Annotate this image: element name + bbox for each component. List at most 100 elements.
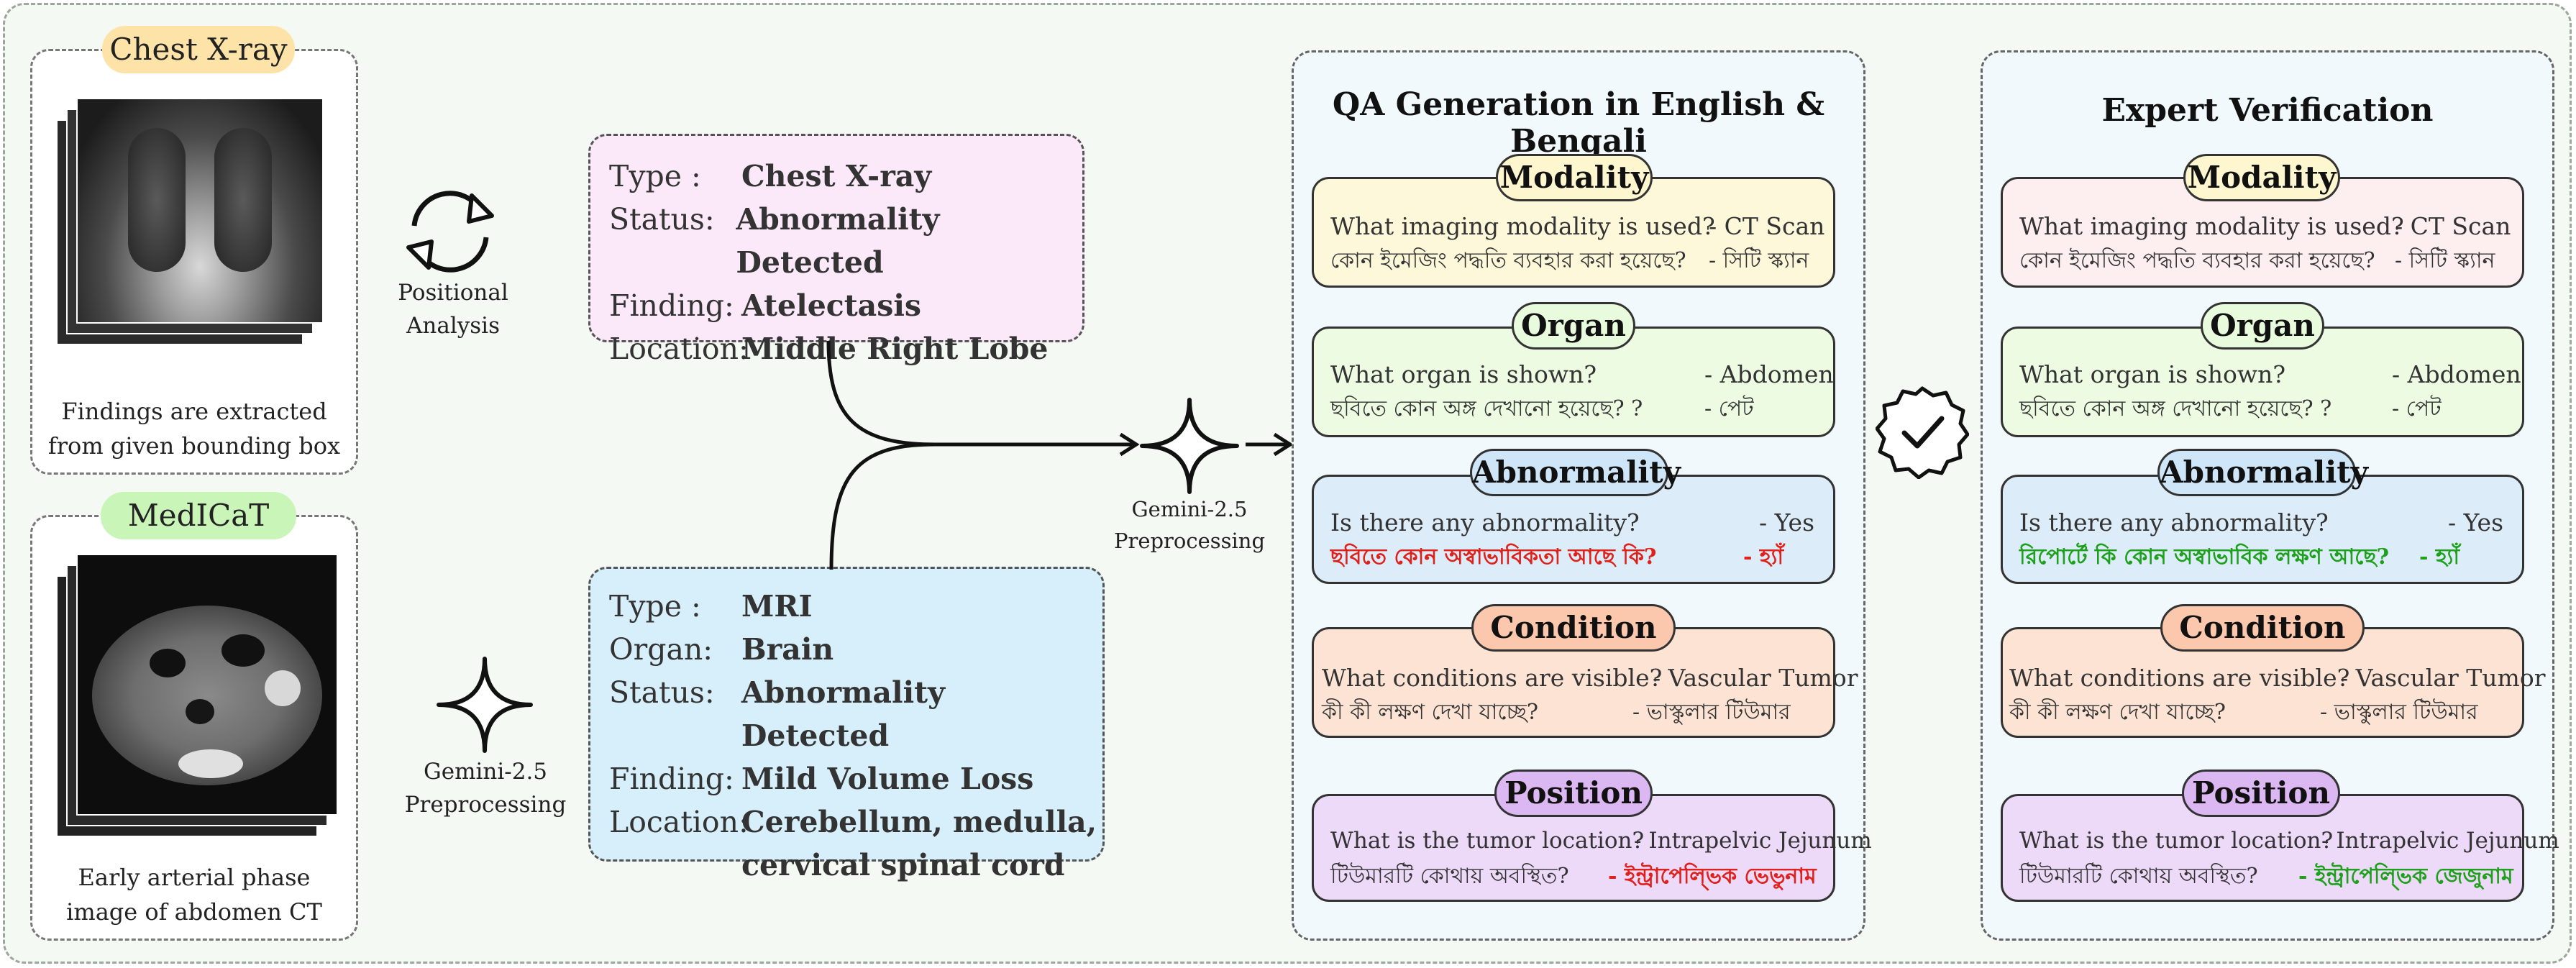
info-value: Cerebellum, medulla, xyxy=(741,805,1097,839)
info-row: cervical spinal cord xyxy=(609,844,1102,887)
expert-answer-en: - CT Scan xyxy=(2395,212,2511,240)
expert-question-bn: কোন ইমেজিং পদ্ধতি ব্যবহার করা হয়েছে? xyxy=(2019,248,2375,273)
expert-question-bn: কী কী লক্ষণ দেখা যাচ্ছে? xyxy=(2009,700,2226,725)
info-value: cervical spinal cord xyxy=(741,848,1065,882)
expert-question-bn: রিপোর্টে কি কোন অস্বাভাবিক লক্ষণ আছে? xyxy=(2019,544,2390,570)
expert-question-bn: ছবিতে কোন অঙ্গ দেখানো হয়েছে? ? xyxy=(2019,396,2332,421)
info-row: Status: Abnormality Detected xyxy=(609,671,1102,757)
qa-question-en: What conditions are visible? xyxy=(1322,664,1663,692)
gemini-star-center-icon xyxy=(1140,398,1239,494)
info-key: Status: xyxy=(609,202,715,237)
expert-answer-bn: - হ্যাঁ xyxy=(2419,544,2460,570)
qa-question-bn: কোন ইমেজিং পদ্ধতি ব্যবহার করা হয়েছে? xyxy=(1330,248,1686,273)
verified-badge-icon xyxy=(1876,386,1969,479)
qa-answer-en: - Abdomen xyxy=(1704,360,1834,388)
info-key: Type : xyxy=(609,589,701,624)
qa-question-bn: ছবিতে কোন অস্বাভাবিকতা আছে কি? xyxy=(1330,544,1657,570)
info-row: Location:Middle Right Lobe xyxy=(609,327,1082,370)
gemini-star-icon xyxy=(437,657,533,753)
qa-question-en: What is the tumor location? xyxy=(1330,828,1645,854)
expert-question-bn: টিউমারটি কোথায় অবস্থিত? xyxy=(2019,864,2258,889)
qa-answer-bn: - ভাস্কুলার টিউমার xyxy=(1632,700,1791,725)
qa-answer-bn: - হ্যাঁ xyxy=(1743,544,1784,570)
expert-verification-title: Expert Verification xyxy=(2101,92,2434,129)
info-key: Finding: xyxy=(609,762,734,796)
expert-answer-bn: - সিটি স্ক্যান xyxy=(2395,248,2495,273)
qa-label-abnormality: Abnormality xyxy=(1470,449,1681,496)
info-value: Abnormality Detected xyxy=(736,202,940,280)
info-row: Finding:Atelectasis xyxy=(609,284,1082,327)
qa-generation-title: QA Generation in English & Bengali xyxy=(1332,86,1825,160)
info-value: Chest X-ray xyxy=(741,159,932,193)
chest-xray-caption: Findings are extracted from given boundi… xyxy=(47,398,341,460)
info-row: Finding:Mild Volume Loss xyxy=(609,757,1102,800)
info-key: Status: xyxy=(609,675,715,710)
refresh-cycle-icon xyxy=(406,191,494,273)
info-row: Type : Chest X-ray xyxy=(609,155,1082,198)
gemini-preprocessing-center-label: Gemini-2.5 Preprocessing xyxy=(1113,497,1266,553)
medicat-caption: Early arterial phase image of abdomen CT xyxy=(66,864,322,926)
qa-question-en: What imaging modality is used? xyxy=(1330,212,1715,240)
abdomen-ct-image xyxy=(76,554,338,816)
expert-question-en: Is there any abnormality? xyxy=(2019,508,2329,536)
expert-answer-en: - Abdomen xyxy=(2392,360,2521,388)
medicat-tag: MedICaT xyxy=(101,492,296,539)
info-value: MRI xyxy=(741,589,813,624)
info-row: Status: Abnormality Detected xyxy=(609,198,1082,284)
info-row: Organ: Brain xyxy=(609,628,1102,671)
qa-answer-bn: - সিটি স্ক্যান xyxy=(1709,248,1809,273)
expert-label-modality: Modality xyxy=(2183,154,2340,201)
qa-answer-en: - Intrapelvic Jejunum xyxy=(1634,828,1872,854)
expert-answer-bn: - পেট xyxy=(2392,396,2442,421)
expert-question-en: What organ is shown? xyxy=(2019,360,2286,388)
qa-label-organ: Organ xyxy=(1512,302,1635,350)
info-row: Type : MRI xyxy=(609,585,1102,628)
info-row: Location:Cerebellum, medulla, xyxy=(609,800,1102,844)
info-key: Organ: xyxy=(609,632,713,667)
info-key: Type : xyxy=(609,159,701,193)
info-value: Atelectasis xyxy=(741,288,921,323)
expert-answer-bn: - ইন্ট্রাপেল্ভিক জেজুনাম xyxy=(2298,864,2513,889)
qa-label-condition: Condition xyxy=(1471,604,1676,652)
qa-label-position: Position xyxy=(1494,770,1653,817)
expert-answer-bn: - ভাস্কুলার টিউমার xyxy=(2320,700,2478,725)
expert-question-en: What is the tumor location? xyxy=(2019,828,2334,854)
info-key: Location: xyxy=(609,805,749,839)
qa-question-bn: ছবিতে কোন অঙ্গ দেখানো হয়েছে? ? xyxy=(1330,396,1643,421)
chest-xray-image xyxy=(76,98,324,324)
merge-connector xyxy=(826,340,1294,570)
qa-answer-en: - CT Scan xyxy=(1709,212,1825,240)
qa-answer-bn: - ইন্ট্রাপেল্ভিক ভেভুনাম xyxy=(1608,864,1817,889)
gemini-preprocessing-left-label: Gemini-2.5 Preprocessing xyxy=(404,759,567,818)
qa-question-bn: কী কী লক্ষণ দেখা যাচ্ছে? xyxy=(1322,700,1538,725)
expert-label-abnormality: Abnormality xyxy=(2157,449,2368,496)
ct-image-stack xyxy=(56,554,344,841)
positional-analysis-label: Positional Analysis xyxy=(398,280,508,339)
qa-answer-bn: - পেট xyxy=(1704,396,1754,421)
qa-answer-en: - Yes xyxy=(1759,508,1815,536)
info-key: Finding: xyxy=(609,288,734,323)
info-value: Abnormality Detected xyxy=(741,675,945,753)
expert-answer-en: - Yes xyxy=(2448,508,2504,536)
info-key xyxy=(609,844,741,887)
expert-label-condition: Condition xyxy=(2160,604,2365,652)
qa-question-bn: টিউমারটি কোথায় অবস্থিত? xyxy=(1330,864,1569,889)
expert-label-organ: Organ xyxy=(2201,302,2324,350)
medicat-findings-box: Type : MRI Organ: Brain Status: Abnormality… xyxy=(588,567,1105,882)
qa-question-en: What organ is shown? xyxy=(1330,360,1597,388)
expert-question-en: What imaging modality is used? xyxy=(2019,212,2404,240)
info-value: Middle Right Lobe xyxy=(741,332,1049,366)
expert-answer-en: - Intrapelvic Jejunum xyxy=(2321,828,2559,854)
expert-question-en: What conditions are visible? xyxy=(2009,664,2350,692)
chest-xray-findings-box: Type : Chest X-ray Status: Abnormality Det… xyxy=(588,134,1084,366)
info-key: Location: xyxy=(609,332,749,366)
qa-question-en: Is there any abnormality? xyxy=(1330,508,1640,536)
expert-label-position: Position xyxy=(2182,770,2340,817)
xray-image-stack xyxy=(56,98,344,345)
expert-answer-en: - Vascular Tumor xyxy=(2340,664,2546,692)
qa-answer-en: - Vascular Tumor xyxy=(1653,664,1858,692)
chest-xray-tag: Chest X-ray xyxy=(102,26,295,73)
info-value: Brain xyxy=(741,632,834,667)
info-value: Mild Volume Loss xyxy=(741,762,1034,796)
qa-label-modality: Modality xyxy=(1496,154,1653,201)
